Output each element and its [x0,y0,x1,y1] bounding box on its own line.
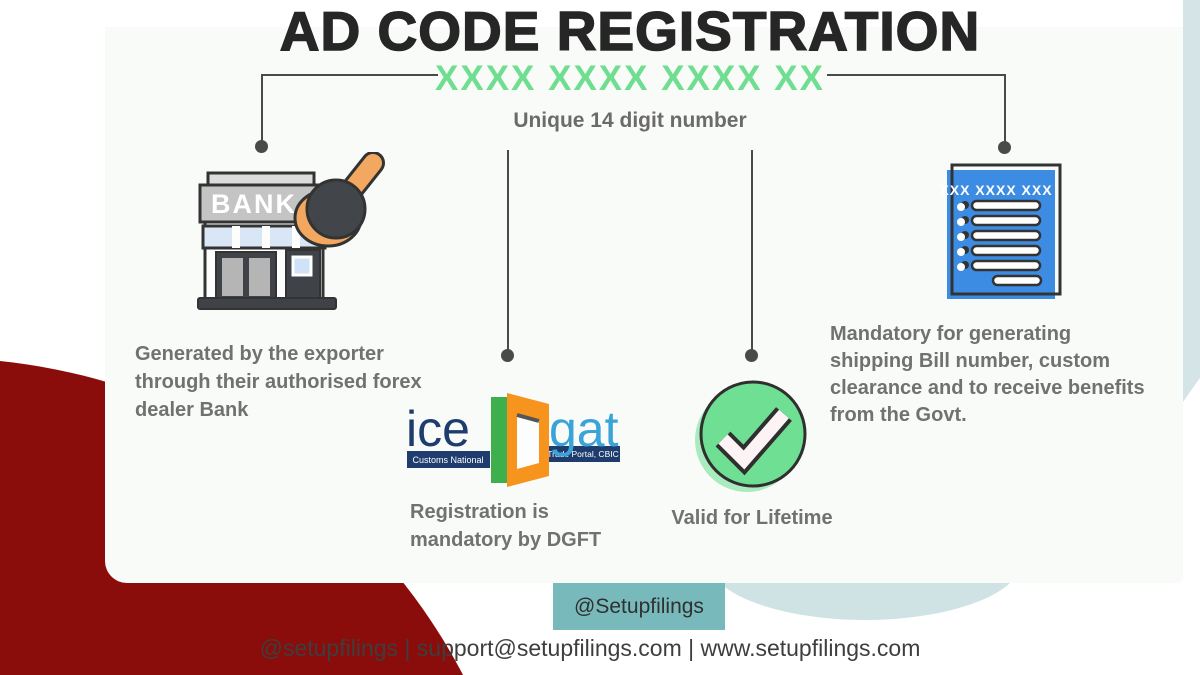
document-step-text: Mandatory for generating shipping Bill n… [830,323,1145,426]
document-header-text: XXX XXXX XXX [939,182,1052,198]
connector-line-left [262,74,438,76]
page-title: AD CODE REGISTRATION [279,0,981,62]
checkmark-icon [695,380,807,492]
bank-building-stamp-icon: BANK [197,152,385,310]
icegate-banner2-text: Trade Portal, CBIC [547,449,619,459]
icegate-logo-ice-text: ice [406,401,470,457]
bank-sign-label: BANK [211,189,297,219]
connector-dot-right [998,141,1011,154]
connector-line-right [827,74,1005,76]
connector-line-right-drop [1004,74,1006,142]
connector-dot-left [255,140,268,153]
icegate-logo-gate-text: gate [549,401,620,457]
document-list-icon: XXX XXXX XXX [939,163,1062,299]
right-edge-strip-decoration [1183,0,1200,402]
connector-line-mid-right [751,150,753,351]
connector-dot-mid-left [501,349,514,362]
bank-step-text: Generated by the exporter through their … [135,343,422,421]
icegate-step-text: Registration is mandatory by DGFT [410,501,602,551]
connector-line-mid-left [507,150,509,351]
document-list-rows [957,199,1043,287]
footer-contact-text: @setupfilings | support@setupfilings.com… [259,635,921,661]
connector-line-left-drop [261,74,263,142]
lifetime-step-text: Valid for Lifetime [671,507,833,529]
icegate-banner1-text: Customs National [412,455,483,465]
ad-code-placeholder: XXXX XXXX XXXX XX [435,59,825,98]
brand-badge: @Setupfilings [553,583,725,630]
icegate-logo: ice Customs National Trade Portal, CBIC … [406,393,620,487]
connector-dot-mid-right [745,349,758,362]
ad-code-caption: Unique 14 digit number [513,109,747,132]
